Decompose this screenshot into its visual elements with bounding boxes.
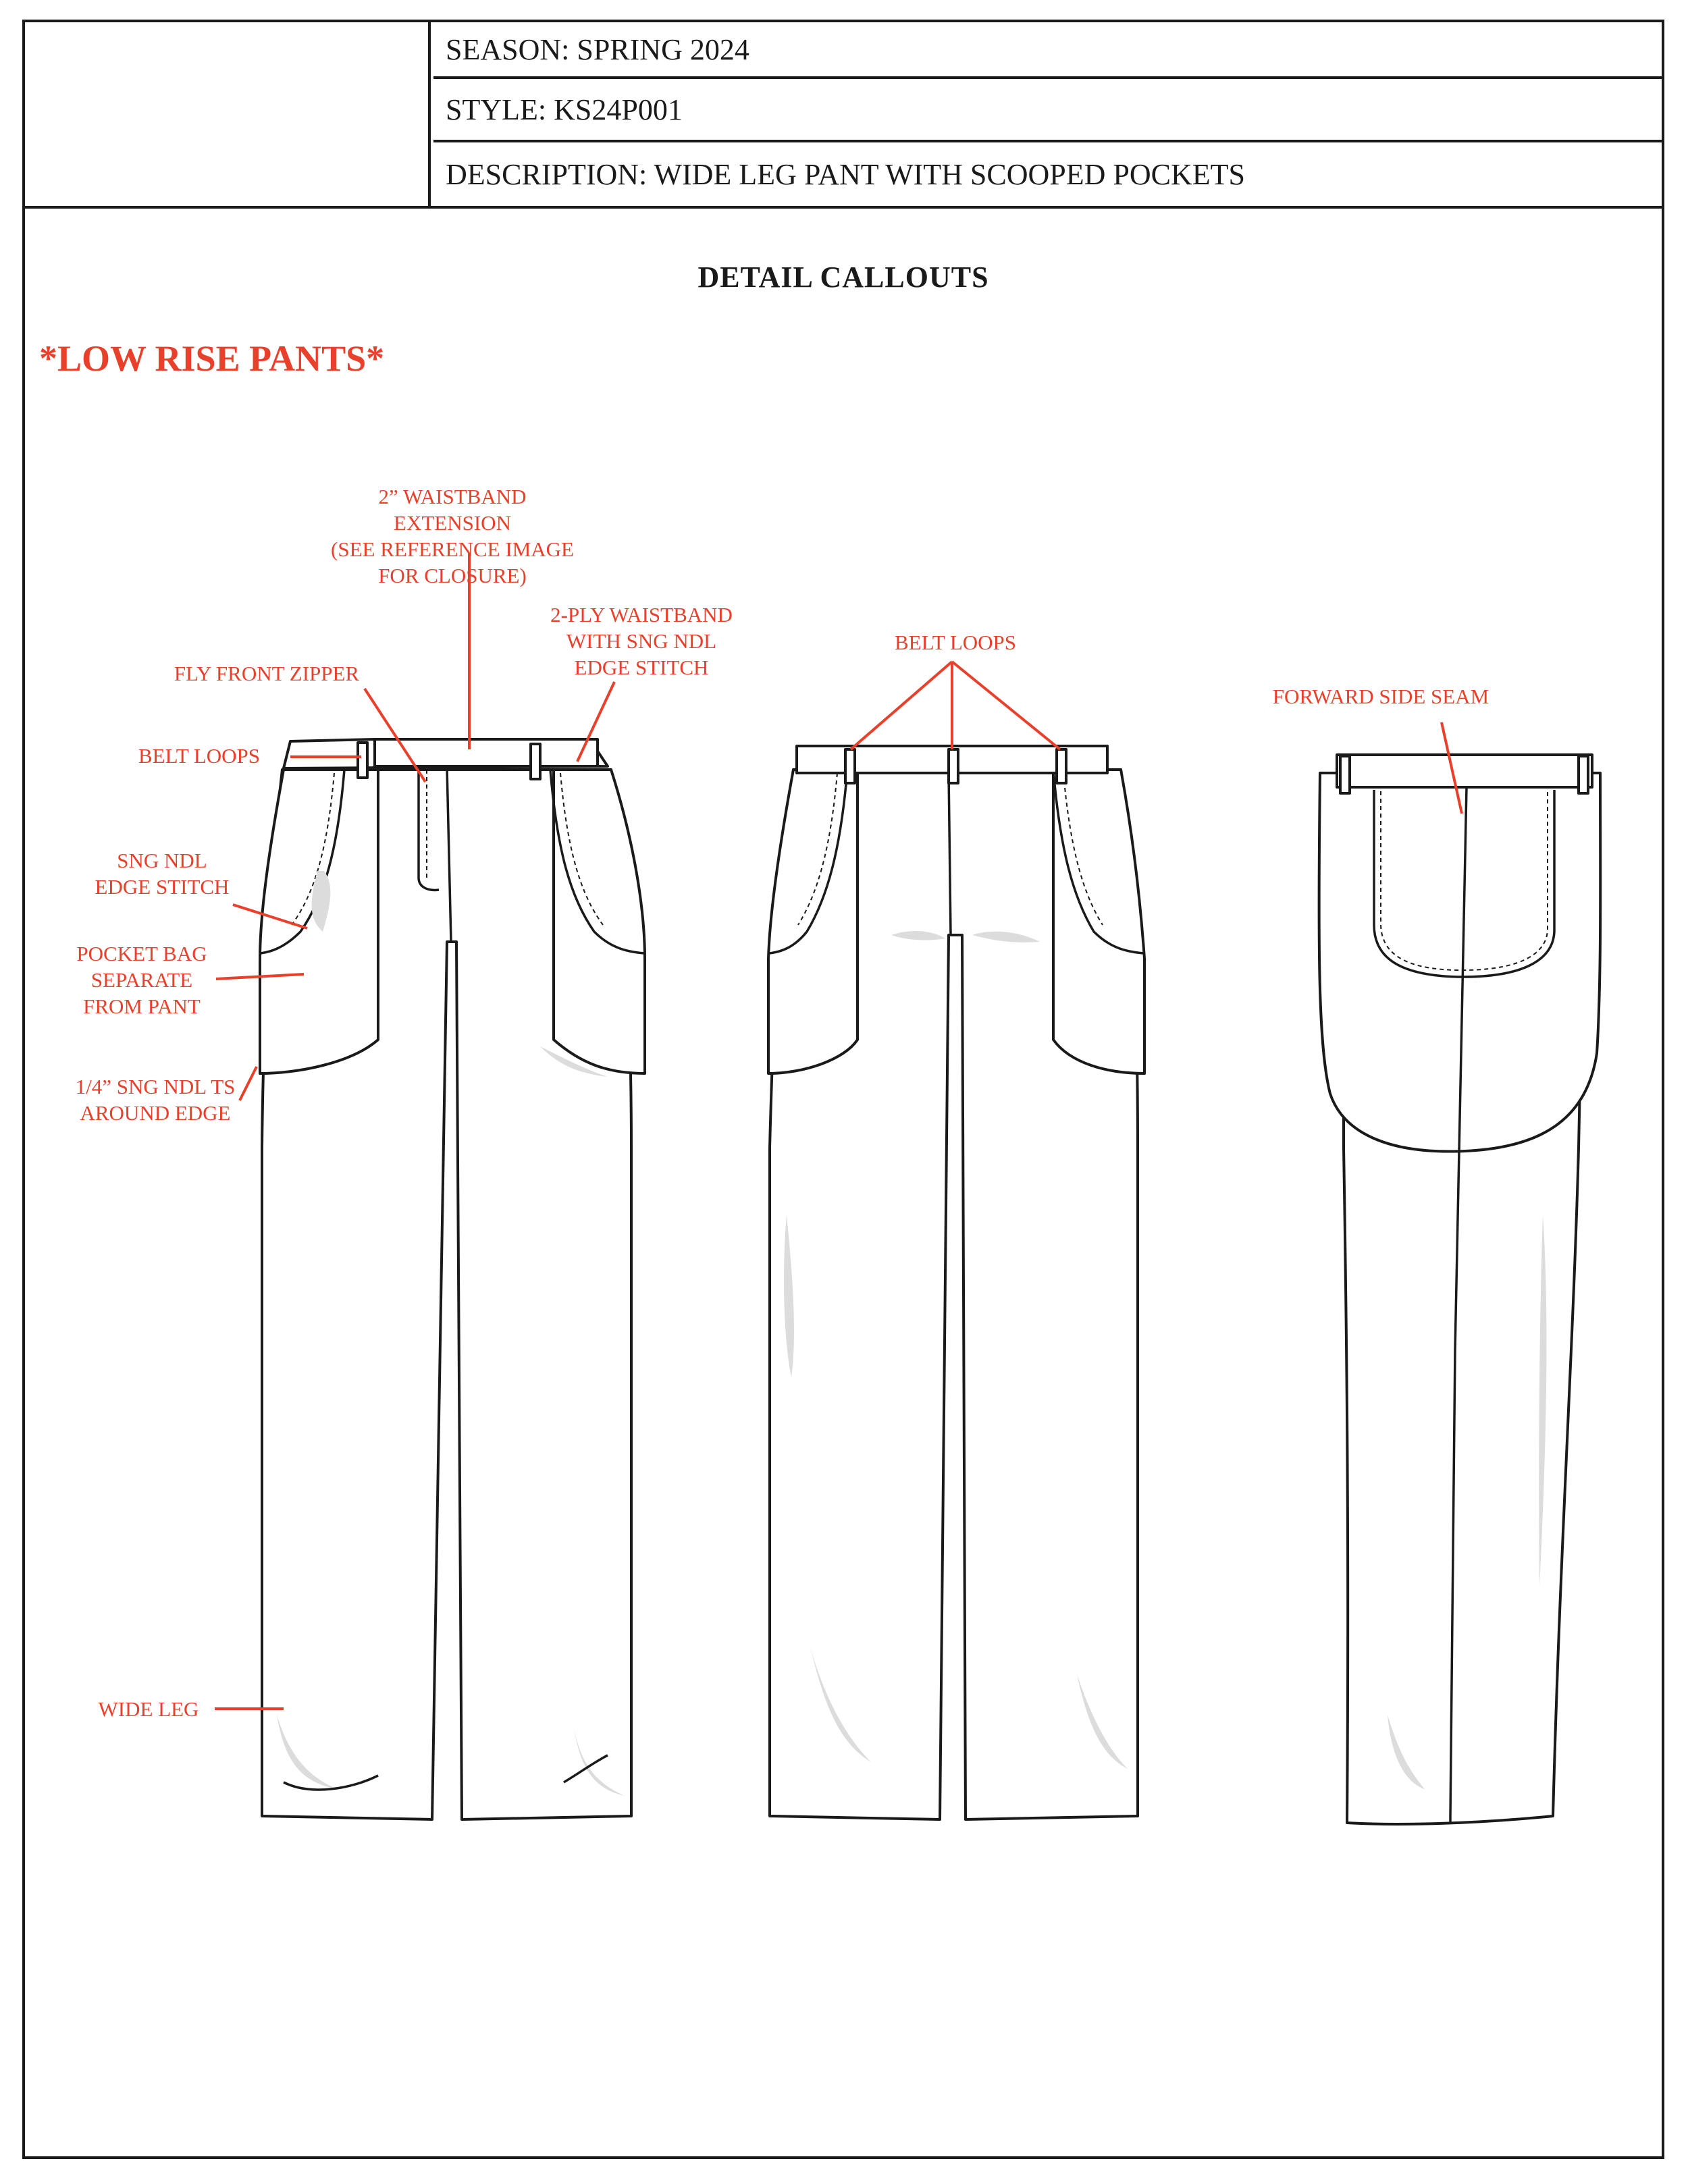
section-title: DETAIL CALLOUTS <box>697 261 989 294</box>
header-block: SEASON: SPRING 2024 STYLE: KS24P001 DESC… <box>25 22 1662 209</box>
low-rise-note: *LOW RISE PANTS* <box>39 338 385 379</box>
callout-belt-loops-back: BELT LOOPS <box>894 631 1017 654</box>
back-belt-loop-3 <box>1055 748 1067 784</box>
description-field: DESCRIPTION: WIDE LEG PANT WITH SCOOPED … <box>446 157 1246 191</box>
callout-fly-front-zipper: FLY FRONT ZIPPER <box>174 662 360 685</box>
callout-wide-leg: WIDE LEG <box>98 1697 199 1721</box>
tech-pack-sheet: SEASON: SPRING 2024 STYLE: KS24P001 DESC… <box>22 20 1664 2159</box>
front-waistband-extension <box>373 738 599 768</box>
front-belt-loop-1 <box>357 741 369 779</box>
back-belt-loop-1 <box>844 748 856 784</box>
season-field: SEASON: SPRING 2024 <box>433 22 1662 79</box>
front-belt-loop-2 <box>529 743 542 780</box>
side-belt-loop-2 <box>1577 755 1589 795</box>
back-right-pocket-bag <box>1052 768 1146 1075</box>
back-belt-loop-2 <box>947 748 959 784</box>
side-forward-seam <box>1449 787 1468 1825</box>
back-view-sketch <box>767 745 1146 1821</box>
logo-cell <box>25 22 431 206</box>
callout-pocket-bag: POCKET BAG SEPARATE FROM PANT <box>76 942 207 1018</box>
style-field: STYLE: KS24P001 <box>433 79 1662 142</box>
callout-leaders <box>215 554 1463 1710</box>
side-belt-loop-1 <box>1339 755 1351 795</box>
callout-forward-side-seam: FORWARD SIDE SEAM <box>1272 685 1489 708</box>
side-pocket-bag <box>1317 772 1602 1153</box>
callout-two-ply-waistband: 2-PLY WAISTBAND WITH SNG NDL EDGE STITCH <box>550 603 733 679</box>
side-waistband <box>1336 753 1593 789</box>
front-view-sketch <box>259 738 646 1821</box>
callout-topstitch-edge: 1/4” SNG NDL TS AROUND EDGE <box>75 1075 236 1125</box>
callout-waistband-extension: 2” WAISTBAND EXTENSION (SEE REFERENCE IM… <box>331 485 574 587</box>
side-view-sketch <box>1317 753 1602 1826</box>
callout-sng-ndl-edge-stitch: SNG NDL EDGE STITCH <box>95 849 230 899</box>
callout-belt-loops-front: BELT LOOPS <box>138 744 261 768</box>
front-right-pocket-bag <box>552 768 646 1075</box>
